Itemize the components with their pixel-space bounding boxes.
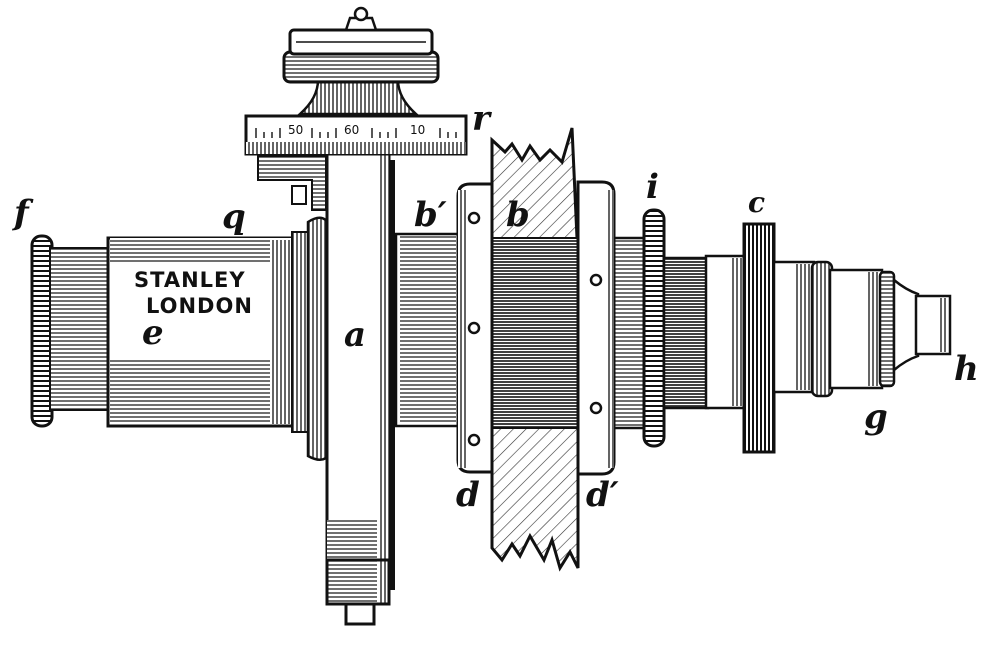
label-d: d [456, 475, 480, 515]
label-f: f [12, 193, 34, 233]
fine-thread [662, 254, 748, 410]
scale-number-1: 50 [288, 123, 303, 137]
label-e: e [142, 313, 164, 353]
objective-nose [772, 260, 952, 398]
clamp-plate-d [456, 182, 494, 474]
milled-head [282, 6, 440, 116]
clamp-plate-d-prime [576, 180, 616, 476]
label-c: c [748, 186, 765, 219]
milled-ring-i [642, 208, 666, 448]
label-b: b [506, 195, 530, 235]
scale-number-2: 60 [344, 123, 359, 137]
scale-plate-r: 50 60 10 [244, 114, 468, 156]
label-h: h [954, 349, 979, 389]
stage-plate [490, 127, 580, 572]
maker-city: LONDON [146, 294, 253, 318]
label-q: q [222, 197, 246, 237]
scale-number-3: 10 [410, 123, 425, 137]
label-d-prime: d′ [586, 475, 619, 515]
maker-name: STANLEY [134, 268, 246, 292]
vertical-slide-a [257, 148, 395, 626]
label-a: a [344, 315, 366, 355]
eyepiece-tube [30, 216, 334, 461]
label-i: i [646, 167, 659, 207]
scale-ticks [255, 128, 457, 138]
small-e-mark [291, 185, 307, 205]
label-r: r [472, 99, 492, 139]
label-b-prime: b′ [414, 195, 447, 235]
label-g: g [864, 397, 888, 437]
knurled-wheel-c [742, 222, 776, 454]
